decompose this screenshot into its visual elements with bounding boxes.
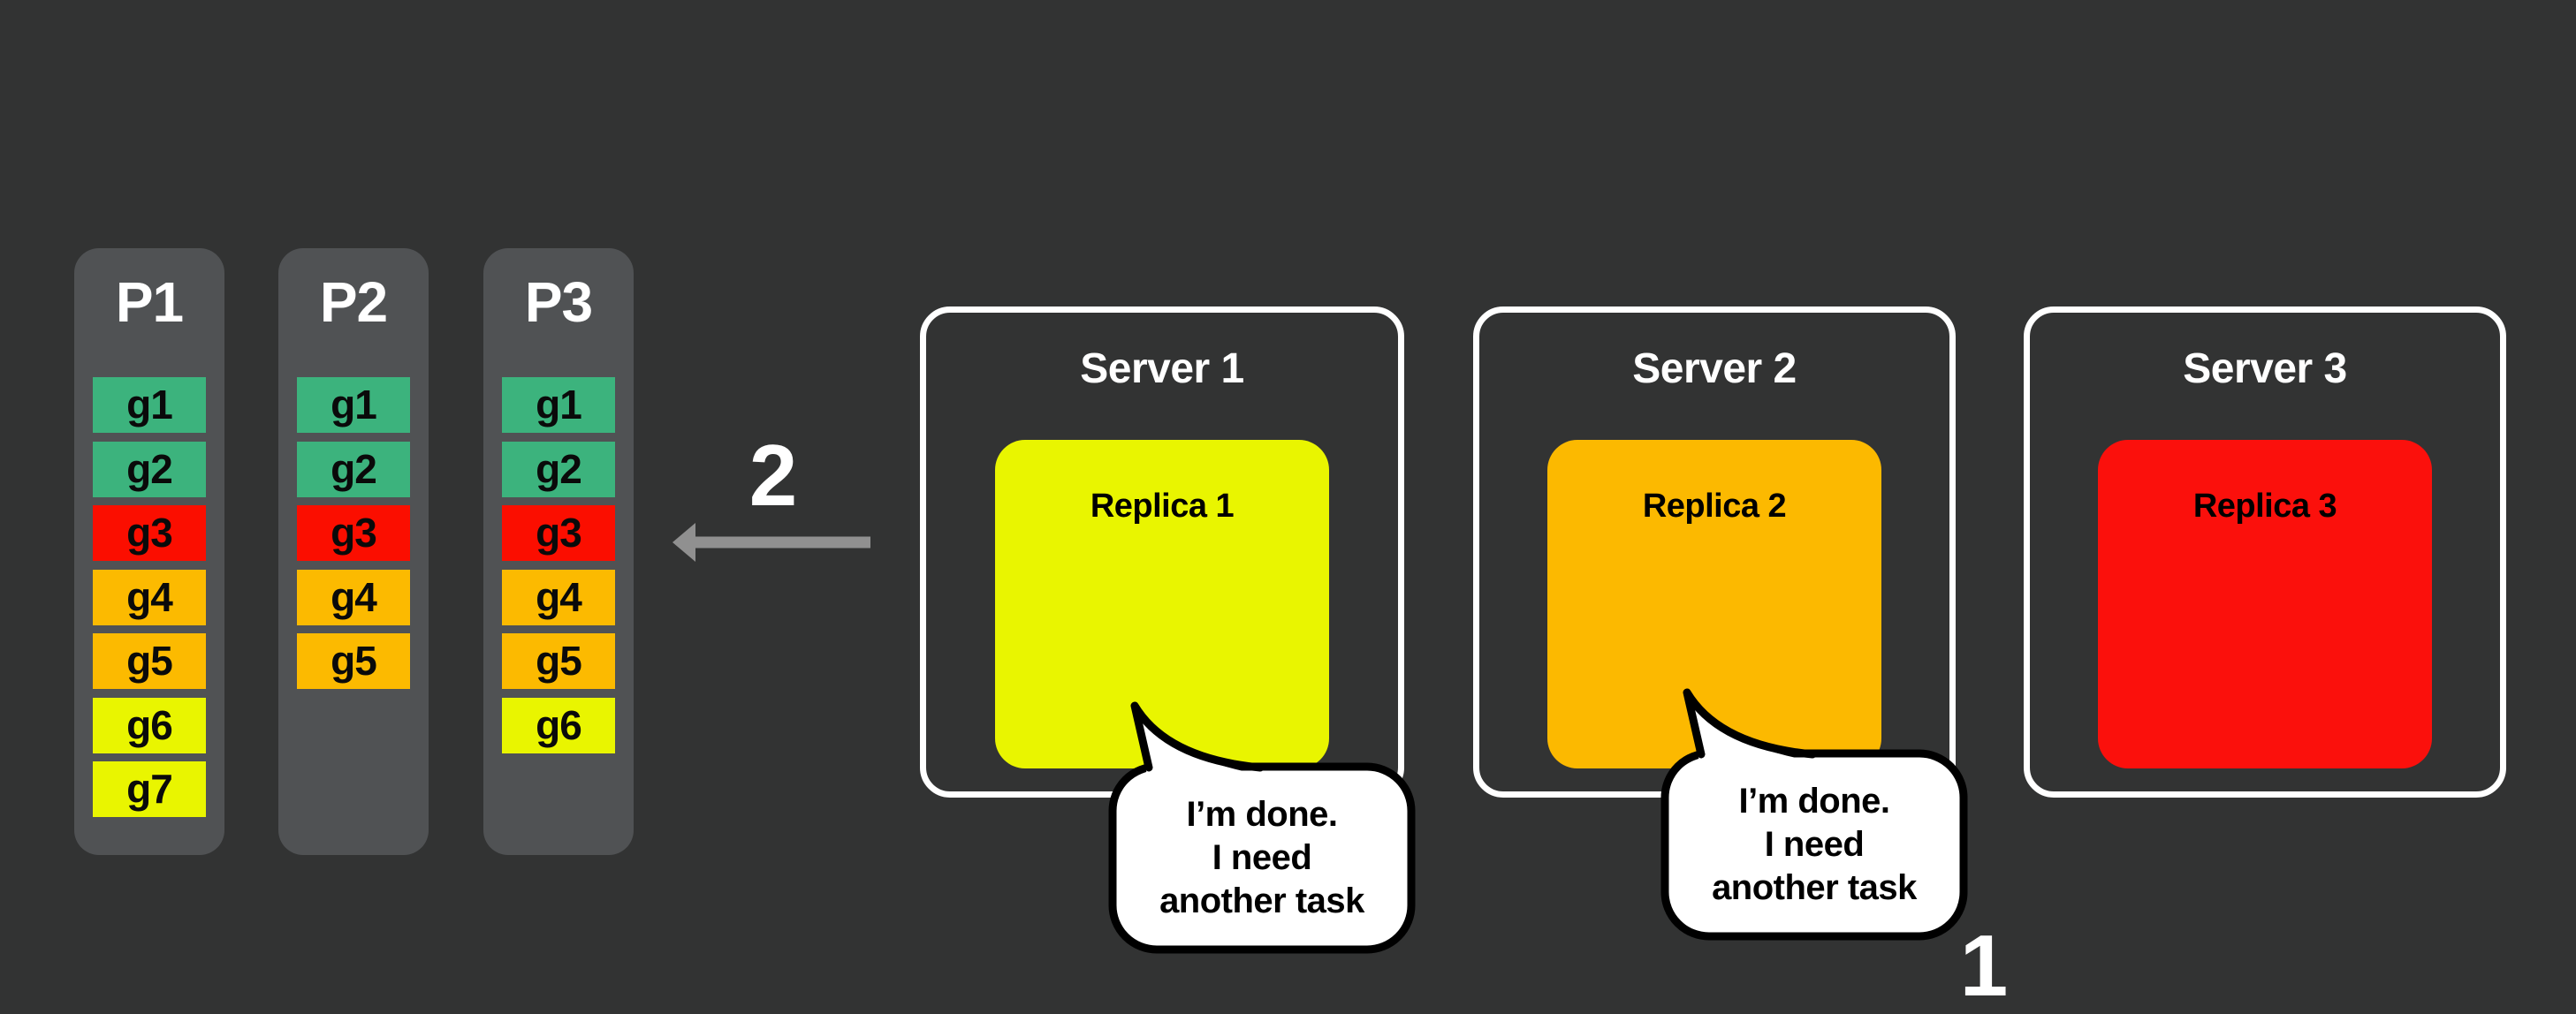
process-title-p1: P1: [115, 270, 184, 334]
task-chip-p3-g3: g3: [502, 505, 615, 561]
task-chip-p1-g6: g6: [93, 697, 206, 753]
task-chip-p1-g5: g5: [93, 633, 206, 689]
bubble-tail: [1135, 706, 1262, 776]
replica-label-2: Replica 2: [1642, 488, 1787, 525]
server-title-2: Server 2: [1632, 345, 1797, 392]
task-chip-p3-g4: g4: [502, 569, 615, 625]
task-chip-p3-g1: g1: [502, 377, 615, 433]
task-chip-p2-g3: g3: [297, 505, 410, 561]
left-arrow-icon: [672, 523, 870, 562]
process-column-p3: P3 g1 g2 g3 g4 g5 g6: [483, 248, 634, 855]
task-chip-p1-g2: g2: [93, 441, 206, 497]
server-title-1: Server 1: [1080, 345, 1244, 392]
process-title-p2: P2: [319, 270, 388, 334]
bubble-line: I need: [1212, 838, 1312, 877]
speech-bubble-1: I’m done. I need another task: [1108, 692, 1417, 957]
task-chip-p2-g1: g1: [297, 377, 410, 433]
server-title-3: Server 3: [2183, 345, 2347, 392]
bubble-line: another task: [1712, 868, 1917, 907]
bubble-line: another task: [1159, 882, 1364, 920]
step-2-label: 2: [748, 427, 798, 524]
speech-bubble-shape: [1660, 688, 1968, 941]
task-chip-p1-g1: g1: [93, 377, 206, 433]
arrow-head: [672, 523, 695, 562]
bubble-line: I’m done.: [1186, 795, 1338, 834]
server-box-2: Server 2 Replica 2: [1473, 306, 1956, 798]
process-column-p1: P1 g1 g2 g3 g4 g5 g6 g7: [74, 248, 224, 855]
replica-box-1: Replica 1: [995, 440, 1329, 768]
bubble-line: I need: [1764, 825, 1865, 864]
process-title-p3: P3: [524, 270, 593, 334]
task-chip-p3-g5: g5: [502, 633, 615, 689]
task-chip-p1-g7: g7: [93, 761, 206, 817]
task-chip-p1-g3: g3: [93, 505, 206, 561]
task-chip-p3-g2: g2: [502, 441, 615, 497]
bubble-text-1: I’m done. I need another task: [1113, 767, 1411, 950]
task-chip-p2-g5: g5: [297, 633, 410, 689]
server-box-3: Server 3 Replica 3: [2024, 306, 2506, 798]
bubble-tail: [1687, 692, 1814, 762]
speech-bubble-2: I’m done. I need another task: [1660, 678, 1970, 943]
step-1-label: 1: [1959, 917, 2009, 1014]
replica-box-3: Replica 3: [2098, 440, 2432, 768]
process-column-p2: P2 g1 g2 g3 g4 g5: [278, 248, 429, 855]
replica-box-2: Replica 2: [1547, 440, 1881, 768]
server-box-1: Server 1 Replica 1: [920, 306, 1404, 798]
replica-label-1: Replica 1: [1090, 488, 1235, 525]
bubble-text-2: I’m done. I need another task: [1665, 753, 1964, 936]
speech-bubble-shape: [1108, 701, 1416, 954]
task-chip-p2-g2: g2: [297, 441, 410, 497]
task-chip-p1-g4: g4: [93, 569, 206, 625]
task-chip-p2-g4: g4: [297, 569, 410, 625]
replica-label-3: Replica 3: [2192, 488, 2337, 525]
bubble-line: I’m done.: [1738, 782, 1890, 821]
task-chip-p3-g6: g6: [502, 697, 615, 753]
